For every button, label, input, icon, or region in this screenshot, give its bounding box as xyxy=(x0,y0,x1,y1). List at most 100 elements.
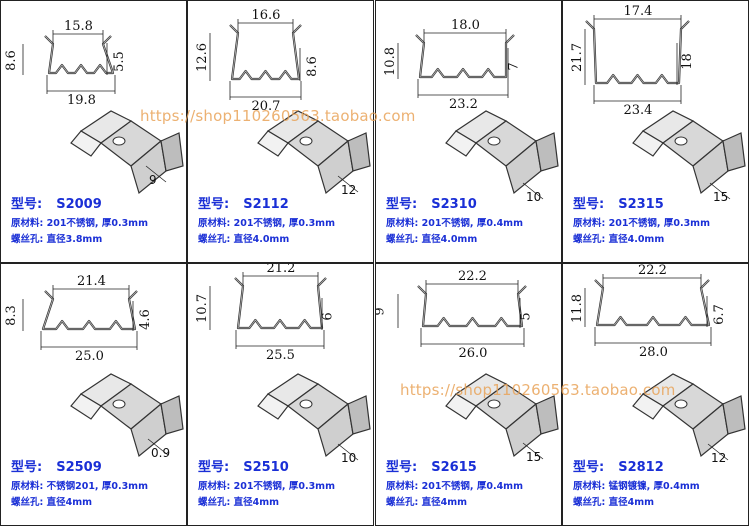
bottom-width-dim: 25.5 xyxy=(266,348,295,363)
model-label: 型号: xyxy=(573,460,605,475)
model-number: 型号: S2315 xyxy=(573,193,664,212)
model-number: 型号:S2112 xyxy=(198,193,289,212)
right-height-dim: 5.5 xyxy=(111,51,127,72)
model-code: S2315 xyxy=(618,197,664,212)
left-height-dim: 11.8 xyxy=(569,293,585,323)
profile-drawing xyxy=(209,19,371,195)
screw-hole-spec: 螺丝孔: 直径4.0mm xyxy=(573,234,665,245)
top-width-dim: 15.8 xyxy=(64,19,93,34)
model-label: 型号: xyxy=(11,197,43,212)
screw-hole-spec: 螺丝孔: 直径4mm xyxy=(198,497,280,508)
top-width-dim: 17.4 xyxy=(623,4,653,19)
screw-hole-spec: 螺丝孔: 直径4mm xyxy=(11,497,93,508)
profile-drawing xyxy=(209,272,371,461)
top-width-dim: 16.6 xyxy=(251,8,281,23)
cross-section-profile xyxy=(417,285,527,328)
material-spec: 原材料: 不锈钢201, 厚0.3mm xyxy=(11,481,148,492)
right-height-dim: 6.7 xyxy=(711,304,727,325)
model-code: S2615 xyxy=(431,460,477,475)
product-card-s2315: 17.4 23.4 21.7 18 15 型号: S2315 原材料: 201不锈钢, 厚0.… xyxy=(562,0,749,263)
model-label: 型号: xyxy=(11,460,43,475)
right-height-dim: 4.6 xyxy=(137,309,153,330)
bottom-width-dim: 23.4 xyxy=(623,103,653,118)
model-number: 型号: S2009 xyxy=(11,193,102,212)
left-height-dim: 10.7 xyxy=(194,294,210,323)
bottom-width-dim: 26.0 xyxy=(458,346,488,361)
screw-hole-spec: 螺丝孔: 直径3.8mm xyxy=(11,234,103,245)
screw-hole-spec: 螺丝孔: 直径4mm xyxy=(386,497,468,508)
profile-drawing xyxy=(22,30,184,195)
clip-width-dim: 0.9 xyxy=(151,446,171,460)
material-spec: 原材料: 锰钢镀镍, 厚0.4mm xyxy=(573,481,700,492)
left-height-dim: 8.3 xyxy=(3,305,19,326)
product-card-s2509: 21.4 25.0 8.3 4.6 0.9 型号: S2509 原材料: 不锈钢201, 厚0… xyxy=(0,263,187,526)
clip-3d-sketch xyxy=(70,110,184,195)
right-height-dim: 5 xyxy=(518,312,534,321)
clip-width-dim: 10 xyxy=(526,190,542,204)
right-height-dim: 8.6 xyxy=(304,56,320,77)
model-code: S2509 xyxy=(56,460,102,475)
cross-section-profile xyxy=(415,34,515,79)
top-width-dim: 22.2 xyxy=(458,269,487,284)
product-card-s2112: 16.6 20.7 12.6 8.6 12 型号:S2112 原材料: 201不锈钢, 厚0… xyxy=(187,0,374,263)
product-card-s2615: 22.2 26.0 9 5 15 型号:S2615 原材料: 201不锈钢, 厚0.4mm 螺… xyxy=(375,263,562,526)
model-code: S2510 xyxy=(243,460,289,475)
shop-watermark: https://shop110260563.taobao.com xyxy=(400,381,676,399)
left-height-dim: 21.7 xyxy=(569,43,585,72)
clip-width-dim: 10 xyxy=(341,451,357,465)
model-number: 型号: S2812 xyxy=(573,456,664,475)
clip-3d-sketch xyxy=(70,373,184,458)
profile-drawing xyxy=(397,29,559,200)
model-code: S2310 xyxy=(431,197,477,212)
profile-drawing xyxy=(584,274,746,461)
clip-3d-sketch xyxy=(632,373,746,461)
clip-width-dim: 9 xyxy=(149,173,157,187)
screw-hole-spec: 螺丝孔: 直径4.0mm xyxy=(198,234,290,245)
material-spec: 原材料: 201不锈钢, 厚0.4mm xyxy=(386,481,523,492)
model-code: S2812 xyxy=(618,460,664,475)
screw-hole-spec: 螺丝孔: 直径4mm xyxy=(573,497,655,508)
model-number: 型号: S2310 xyxy=(386,193,477,212)
left-height-dim: 10.8 xyxy=(382,47,398,76)
cross-section-profile xyxy=(585,20,690,85)
model-label: 型号: xyxy=(386,197,418,212)
clip-width-dim: 12 xyxy=(341,183,357,197)
left-height-dim: 8.6 xyxy=(3,49,19,71)
material-spec: 原材料: 201不锈钢, 厚0.3mm xyxy=(198,218,335,229)
left-height-dim: 9 xyxy=(376,307,388,315)
model-number: 型号:S2615 xyxy=(386,456,477,475)
clip-3d-sketch xyxy=(257,110,371,195)
right-height-dim: 6 xyxy=(320,312,336,321)
top-width-dim: 18.0 xyxy=(451,18,480,33)
clip-3d-sketch xyxy=(445,373,559,460)
top-width-dim: 21.4 xyxy=(77,274,106,289)
cross-section-profile xyxy=(41,290,138,331)
right-height-dim: 18 xyxy=(679,53,695,70)
material-spec: 原材料: 201不锈钢, 厚0.4mm xyxy=(386,218,523,229)
clip-width-dim: 15 xyxy=(526,450,542,464)
model-label: 型号: xyxy=(198,460,230,475)
left-height-dim: 12.6 xyxy=(194,43,210,72)
profile-drawing xyxy=(22,285,184,458)
model-label: 型号: xyxy=(573,197,605,212)
model-label: 型号: xyxy=(198,197,230,212)
bottom-width-dim: 20.7 xyxy=(251,99,281,114)
bottom-width-dim: 19.8 xyxy=(67,93,96,108)
top-width-dim: 21.2 xyxy=(266,263,296,276)
bottom-width-dim: 25.0 xyxy=(75,349,104,364)
clip-3d-sketch xyxy=(632,110,746,200)
material-spec: 原材料: 201不锈钢, 厚0.3mm xyxy=(573,218,710,229)
model-number: 型号: S2510 xyxy=(198,456,289,475)
model-number: 型号: S2509 xyxy=(11,456,102,475)
model-code: S2009 xyxy=(56,197,102,212)
clip-3d-sketch xyxy=(257,373,371,461)
material-spec: 原材料: 201不锈钢, 厚0.3mm xyxy=(11,218,148,229)
clip-width-dim: 15 xyxy=(713,190,729,204)
clip-width-dim: 12 xyxy=(711,451,727,465)
bottom-width-dim: 28.0 xyxy=(639,345,668,360)
profile-drawing xyxy=(584,15,746,200)
